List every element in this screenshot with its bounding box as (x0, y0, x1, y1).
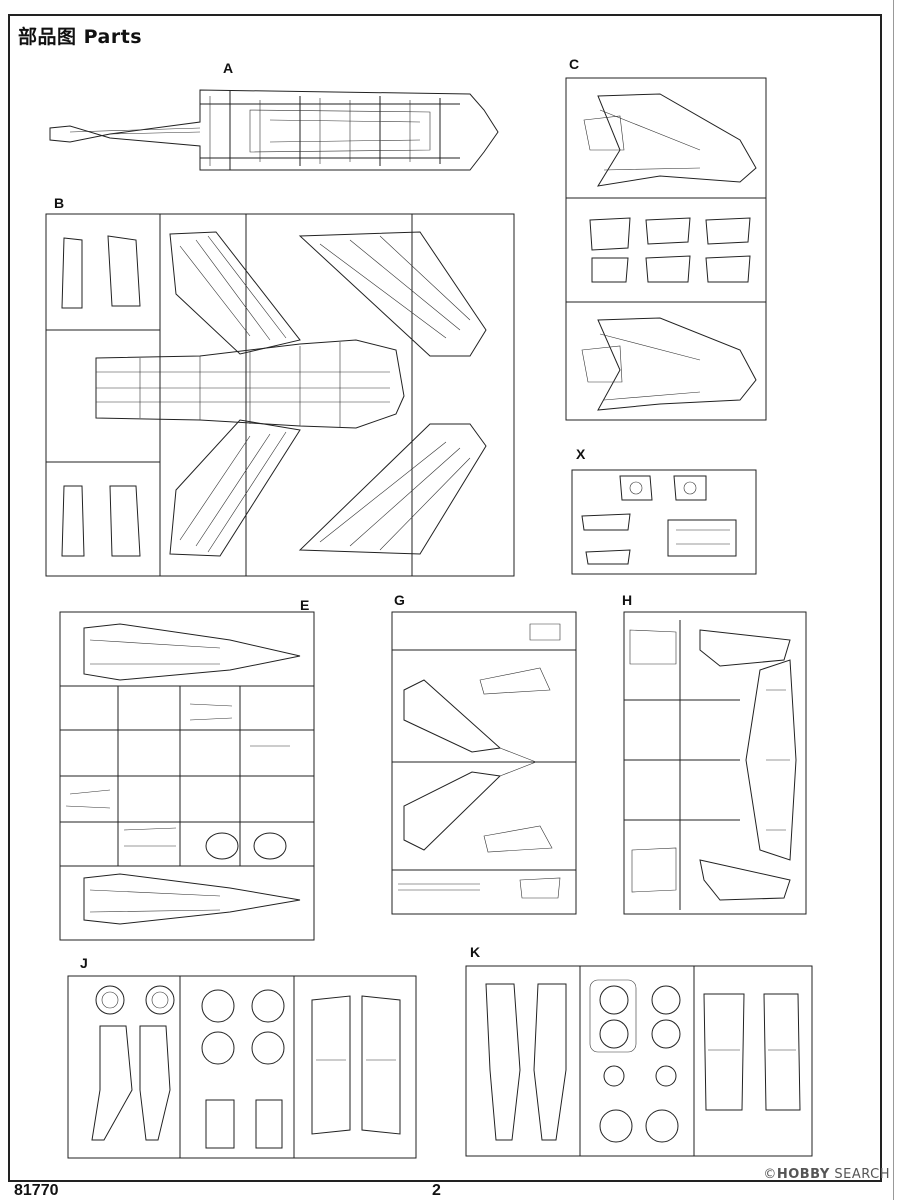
watermark: ©HOBBY SEARCH (763, 1167, 890, 1182)
sprue-label-x: X (576, 446, 586, 462)
sprue-label-c: C (569, 56, 580, 72)
page-number: 2 (432, 1182, 441, 1199)
model-number: 81770 (14, 1182, 59, 1199)
page-frame (8, 14, 882, 1182)
page-edge-line (893, 0, 894, 1200)
watermark-brand: HOBBY (776, 1167, 830, 1182)
sprue-label-e: E (300, 597, 310, 613)
sprue-label-b: B (54, 195, 65, 211)
sprue-label-g: G (394, 592, 405, 608)
sprue-label-h: H (622, 592, 633, 608)
sprue-label-a: A (223, 60, 234, 76)
copyright-icon: © (763, 1167, 777, 1182)
page-title: 部品图 Parts (18, 26, 143, 48)
sprue-label-k: K (470, 944, 481, 960)
sprue-label-j: J (80, 955, 88, 971)
watermark-suffix: SEARCH (829, 1167, 890, 1182)
